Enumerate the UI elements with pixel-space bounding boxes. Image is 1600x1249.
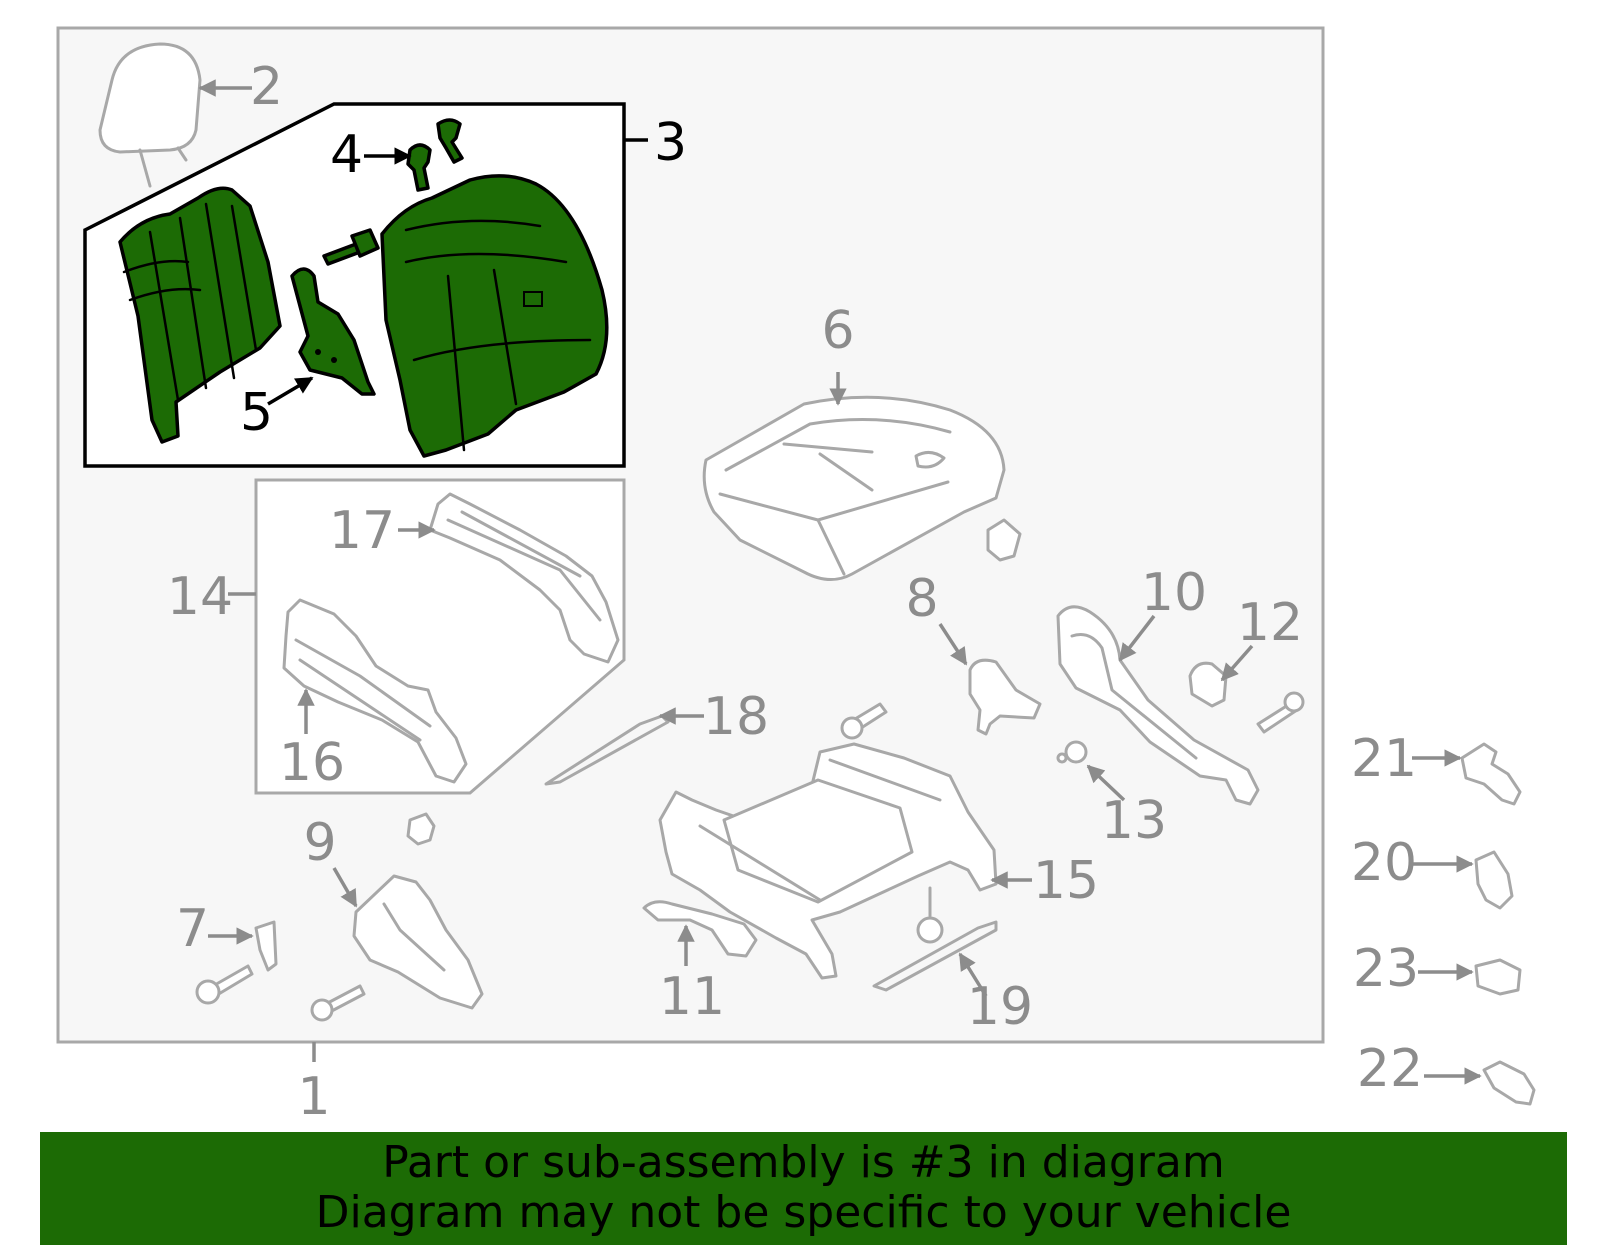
callout-21: 21 xyxy=(1351,729,1417,789)
knob-12-part[interactable] xyxy=(1188,661,1228,708)
seatback-frame-part[interactable] xyxy=(118,186,282,444)
info-banner: Part or sub-assembly is #3 in diagram Di… xyxy=(40,1132,1567,1245)
callout-4: 4 xyxy=(330,125,363,185)
callout-7: 7 xyxy=(176,899,209,959)
nut-13-part[interactable] xyxy=(1056,740,1088,764)
seat-rail-16-part[interactable] xyxy=(282,598,468,784)
callout-6: 6 xyxy=(821,301,854,361)
part-21[interactable] xyxy=(1460,742,1522,806)
part-20[interactable] xyxy=(1474,850,1514,910)
bolt-part[interactable] xyxy=(840,702,888,740)
callout-9: 9 xyxy=(303,813,336,873)
callout-16: 16 xyxy=(279,733,345,793)
callout-15: 15 xyxy=(1033,851,1099,911)
shield-cover-9-part[interactable] xyxy=(352,874,484,1010)
callout-11: 11 xyxy=(659,967,725,1027)
recliner-cover-10-part[interactable] xyxy=(1056,605,1260,806)
seat-adjuster-part[interactable] xyxy=(658,742,998,980)
seatback-cushion-part[interactable] xyxy=(380,174,609,458)
callout-3: 3 xyxy=(654,113,687,173)
callout-10: 10 xyxy=(1141,563,1207,623)
recliner-bracket-part[interactable] xyxy=(290,267,376,396)
bracket-7-part[interactable] xyxy=(195,920,278,1005)
recliner-bolt-part[interactable] xyxy=(322,228,380,266)
adjuster-bolt-part[interactable] xyxy=(916,886,944,944)
callout-14: 14 xyxy=(167,567,233,627)
cover-8-part[interactable] xyxy=(968,658,1042,736)
callout-5: 5 xyxy=(240,383,273,443)
callout-18: 18 xyxy=(703,687,769,747)
banner-line-disclaimer: Diagram may not be specific to your vehi… xyxy=(315,1187,1292,1238)
callout-12: 12 xyxy=(1237,593,1303,653)
seat-rail-17-part[interactable] xyxy=(428,492,620,664)
clip-part[interactable] xyxy=(406,812,436,846)
lever-11-part[interactable] xyxy=(642,900,758,958)
callout-20: 20 xyxy=(1351,833,1417,893)
bolt-9-part[interactable] xyxy=(310,984,366,1022)
headrest-part[interactable] xyxy=(98,42,202,188)
callout-19: 19 xyxy=(967,977,1033,1037)
callout-17: 17 xyxy=(329,501,395,561)
part-23[interactable] xyxy=(1474,958,1522,996)
callout-2: 2 xyxy=(250,57,283,117)
callout-13: 13 xyxy=(1101,791,1167,851)
headrest-guide-part[interactable] xyxy=(406,118,464,192)
wire-19-part[interactable] xyxy=(872,920,998,992)
banner-line-part-info: Part or sub-assembly is #3 in diagram xyxy=(382,1137,1225,1188)
bolt-12-part[interactable] xyxy=(1256,691,1305,734)
cushion-clip-part[interactable] xyxy=(986,518,1022,562)
callout-23: 23 xyxy=(1353,939,1419,999)
seat-cushion-part[interactable] xyxy=(702,395,1006,581)
part-22[interactable] xyxy=(1482,1060,1536,1106)
callout-8: 8 xyxy=(905,569,938,629)
callout-1: 1 xyxy=(297,1067,330,1127)
callout-22: 22 xyxy=(1357,1039,1423,1099)
